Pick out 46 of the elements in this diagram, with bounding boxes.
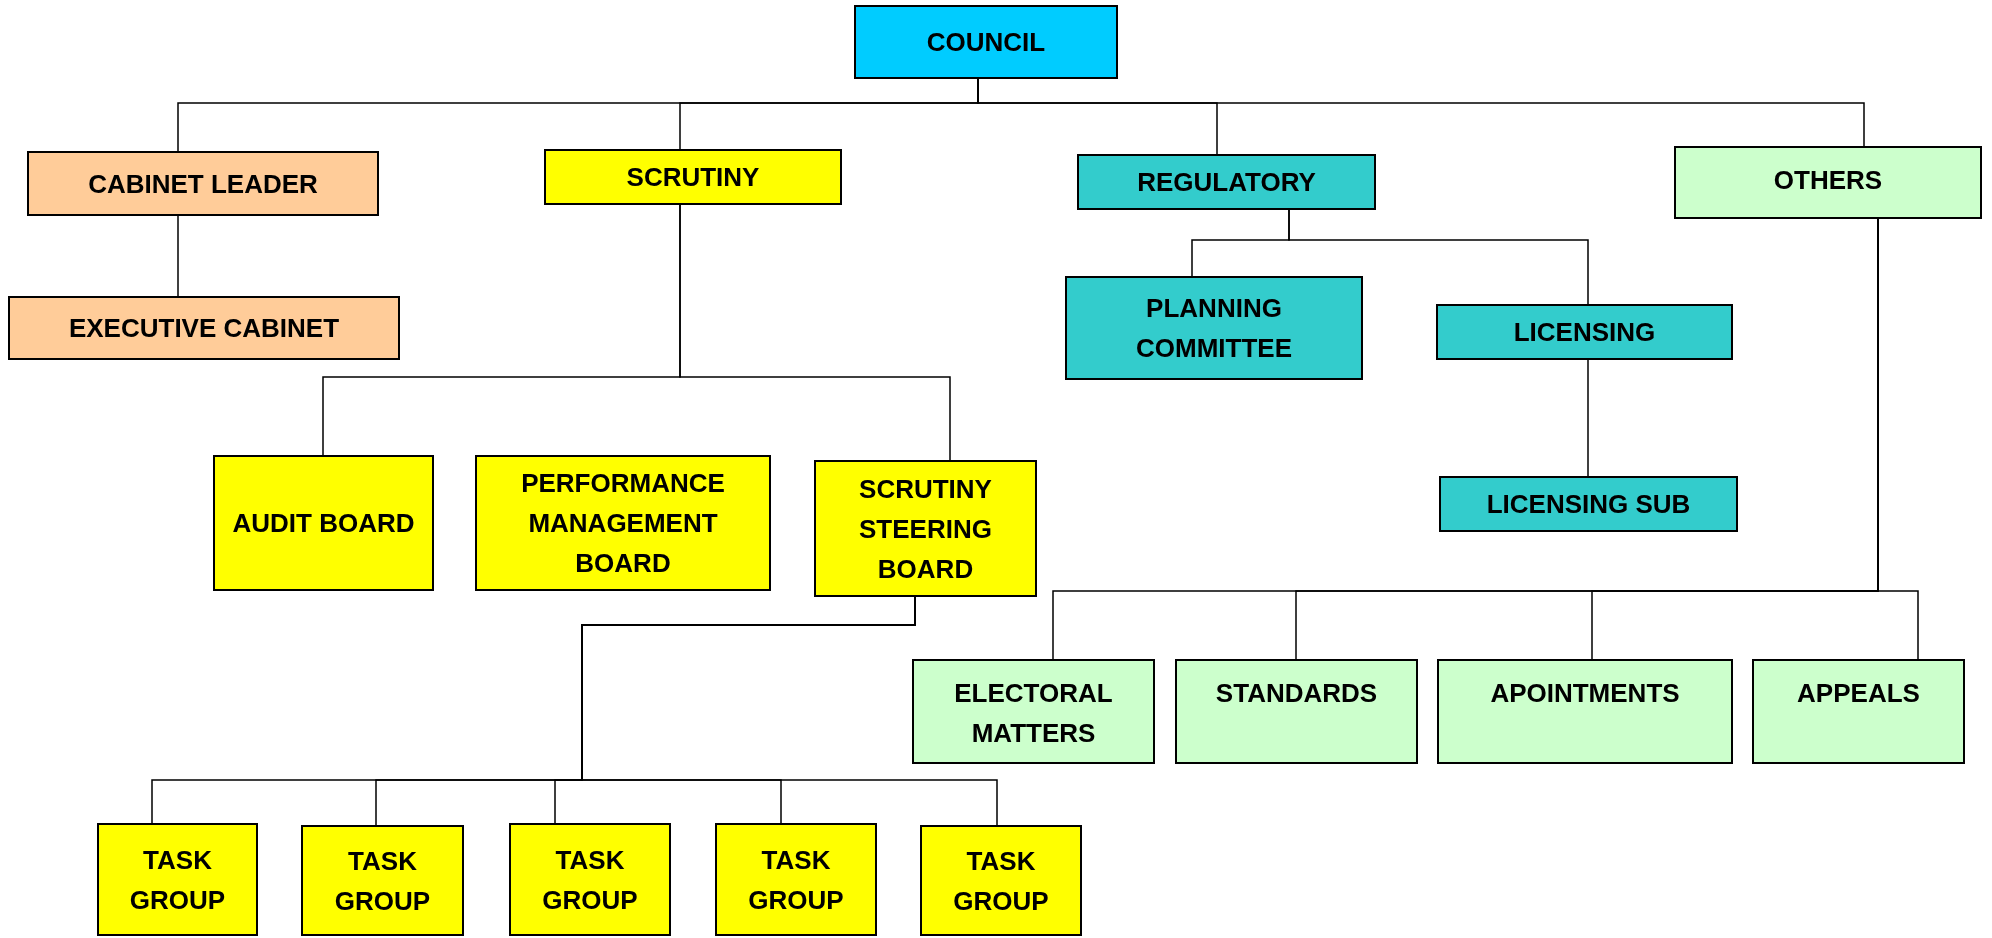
org-box (1175, 659, 1418, 764)
connector-line (1587, 359, 1589, 477)
box-label: LICENSING (1513, 316, 1656, 349)
org-box (715, 823, 877, 936)
org-box (912, 659, 1155, 764)
org-box (1674, 146, 1982, 219)
org-box (1439, 476, 1738, 532)
org-box (544, 149, 842, 205)
box-label: ELECTORAL MATTERS (953, 677, 1114, 750)
org-box (920, 825, 1082, 936)
box-label: CABINET LEADER (88, 167, 318, 201)
connector-line (679, 204, 951, 461)
org-box (301, 825, 464, 936)
connector-line (177, 215, 179, 297)
org-box (27, 151, 379, 216)
box-label: PERFORMANCE MANAGEMENT BOARD (520, 467, 726, 580)
box-label: TASK GROUP (333, 844, 432, 918)
box-label: TASK GROUP (952, 844, 1050, 918)
org-box (1437, 659, 1733, 764)
box-label: TASK GROUP (541, 843, 639, 917)
org-box (8, 296, 400, 360)
box-label: TASK GROUP (747, 843, 845, 917)
box-label: APOINTMENTS (1490, 677, 1680, 710)
box-label: REGULATORY (1137, 166, 1316, 199)
box-label: SCRUTINY STEERING BOARD (858, 472, 993, 586)
box-label: PLANNING COMMITTEE (1135, 292, 1293, 365)
box-label: APPEALS (1797, 677, 1920, 710)
box-label: STANDARDS (1215, 677, 1378, 710)
org-box (509, 823, 671, 936)
org-box (475, 455, 771, 591)
org-box (97, 823, 258, 936)
box-label: AUDIT BOARD (232, 507, 415, 540)
box-label: SCRUTINY (626, 161, 760, 194)
box-label: TASK GROUP (128, 843, 227, 917)
box-label: LICENSING SUB (1486, 488, 1691, 521)
box-label: OTHERS (1773, 164, 1883, 197)
box-label: COUNCIL (926, 26, 1046, 59)
connector-line (1288, 209, 1589, 305)
org-box (854, 5, 1118, 79)
box-label: EXECUTIVE CABINET (68, 312, 340, 345)
org-box (1436, 304, 1733, 360)
org-box (1065, 276, 1363, 380)
org-box (1752, 659, 1965, 764)
org-box (814, 460, 1037, 597)
org-box (1077, 154, 1376, 210)
org-box (213, 455, 434, 591)
